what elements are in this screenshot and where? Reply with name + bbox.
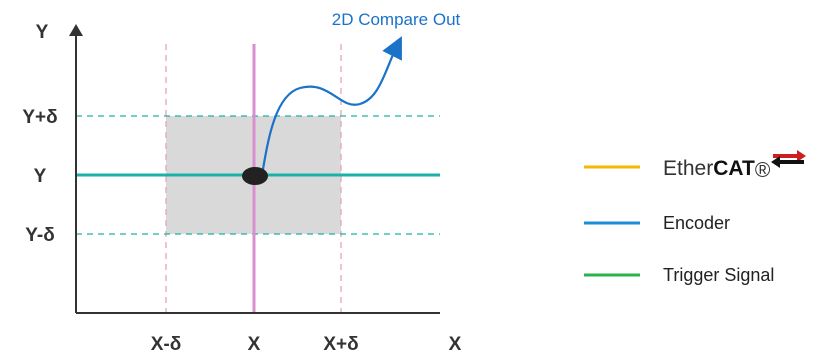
y-axis-title: Y bbox=[36, 22, 49, 43]
legend-label-encoder: Encoder bbox=[663, 213, 730, 233]
x-tick-label: X+δ bbox=[323, 334, 358, 351]
compare-out-curve bbox=[260, 36, 402, 176]
y-tick-label: Y bbox=[34, 166, 47, 187]
legend: EtherCAT® Encoder Trigger Signal bbox=[584, 150, 806, 285]
ethercat-brand-prefix: Ether bbox=[663, 157, 713, 180]
ethercat-arrow-left-icon bbox=[771, 156, 804, 168]
ethercat-logo: EtherCAT® bbox=[663, 150, 806, 182]
ethercat-arrow-right-icon bbox=[773, 150, 806, 162]
x-tick-label: X bbox=[248, 334, 261, 351]
x-axis-title: X bbox=[449, 334, 462, 351]
ethercat-brand-bold: CAT bbox=[713, 157, 755, 180]
ethercat-brand-mark: ® bbox=[755, 159, 771, 182]
y-tick-label: Y+δ bbox=[22, 107, 57, 128]
y-tick-label: Y-δ bbox=[25, 225, 54, 246]
compare-out-label: 2D Compare Out bbox=[332, 10, 461, 29]
legend-label-trigger: Trigger Signal bbox=[663, 265, 774, 285]
trigger-point bbox=[242, 167, 268, 185]
ethercat-brand: EtherCAT® bbox=[663, 157, 771, 182]
x-tick-label: X-δ bbox=[151, 334, 182, 351]
y-axis-arrow-icon bbox=[69, 24, 83, 36]
